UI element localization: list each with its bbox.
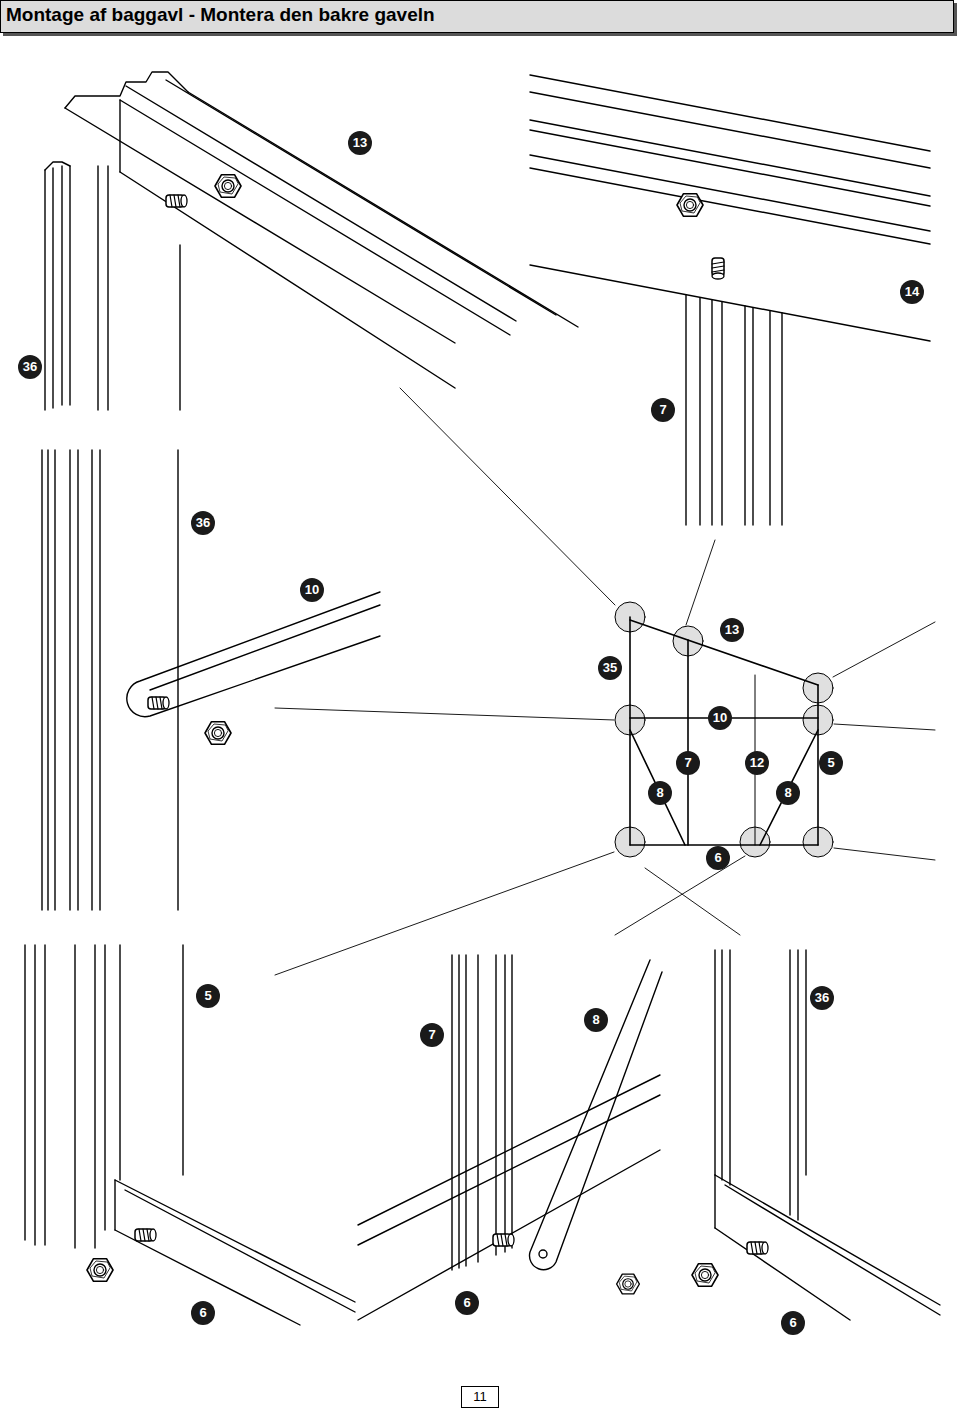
page-number: 11 <box>461 1386 499 1408</box>
callout-number: 13 <box>348 131 372 155</box>
callout-number: 6 <box>706 846 730 870</box>
profile-36 <box>715 950 806 1220</box>
callout-number: 6 <box>781 1311 805 1335</box>
page-title: Montage af baggavl - Montera den bakre g… <box>6 4 435 26</box>
callout-number: 7 <box>676 751 700 775</box>
callout-number: 5 <box>819 751 843 775</box>
leader-lines <box>275 388 935 975</box>
callout-number: 35 <box>598 656 622 680</box>
callout-number: 10 <box>708 706 732 730</box>
profile-7 <box>452 955 512 1270</box>
rail-6 <box>115 1180 355 1325</box>
callout-number: 12 <box>745 751 769 775</box>
callout-number: 7 <box>651 398 675 422</box>
callout-number: 13 <box>720 618 744 642</box>
callout-number: 6 <box>455 1291 479 1315</box>
key-schematic <box>615 602 833 857</box>
callout-number: 8 <box>584 1008 608 1032</box>
callout-number: 36 <box>18 355 42 379</box>
rail-6 <box>715 1175 940 1320</box>
beam-14 <box>530 75 930 341</box>
callout-number: 8 <box>648 781 672 805</box>
profile-36 <box>42 450 178 910</box>
callout-number: 7 <box>420 1023 444 1047</box>
rafter-13 <box>65 72 578 388</box>
callout-number: 8 <box>776 781 800 805</box>
callout-number: 14 <box>900 280 924 304</box>
rail-6 <box>358 1075 660 1320</box>
profile-7 <box>686 295 782 525</box>
profile-36 <box>45 162 180 410</box>
callout-number: 6 <box>191 1301 215 1325</box>
brace-8 <box>530 960 662 1270</box>
bar-10 <box>127 592 380 717</box>
callout-number: 5 <box>196 984 220 1008</box>
callout-number: 36 <box>810 986 834 1010</box>
callout-number: 36 <box>191 511 215 535</box>
callout-number: 10 <box>300 578 324 602</box>
